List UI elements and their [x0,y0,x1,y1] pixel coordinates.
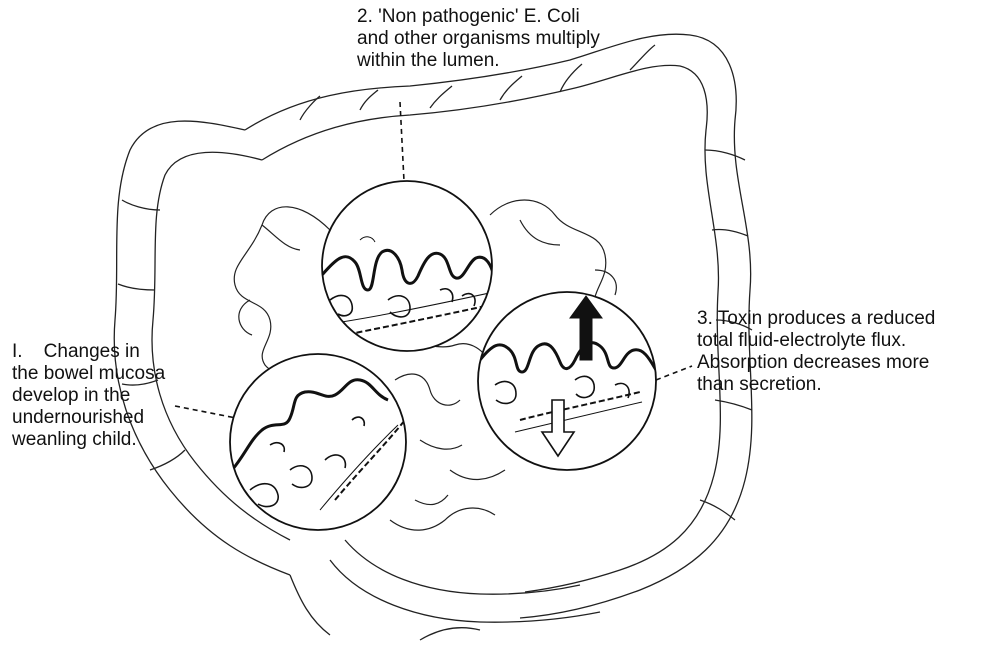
step-3-line-1: 3. Toxin produces a reduced [697,308,935,330]
step-1-line-4: undernourished [12,407,165,429]
step-1-line-1: I. Changes in [12,341,165,363]
step-2-label: 2. 'Non pathogenic' E. Coli and other or… [357,6,600,72]
magnified-flux-view [478,292,656,470]
step-3-label: 3. Toxin produces a reduced total fluid-… [697,308,935,396]
step-1-line-3: develop in the [12,385,165,407]
step-1-label: I. Changes in the bowel mucosa develop i… [12,341,165,451]
step-2-line-1: 2. 'Non pathogenic' E. Coli [357,6,600,28]
step-2-line-3: within the lumen. [357,50,600,72]
magnified-lumen-view [322,181,494,351]
magnified-mucosa-view [230,354,406,530]
step-3-line-3: Absorption decreases more [697,352,935,374]
step-2-line-2: and other organisms multiply [357,28,600,50]
step-3-line-2: total fluid-electrolyte flux. [697,330,935,352]
step-1-line-2: the bowel mucosa [12,363,165,385]
step-1-line-5: weanling child. [12,429,165,451]
step-3-line-4: than secretion. [697,374,935,396]
